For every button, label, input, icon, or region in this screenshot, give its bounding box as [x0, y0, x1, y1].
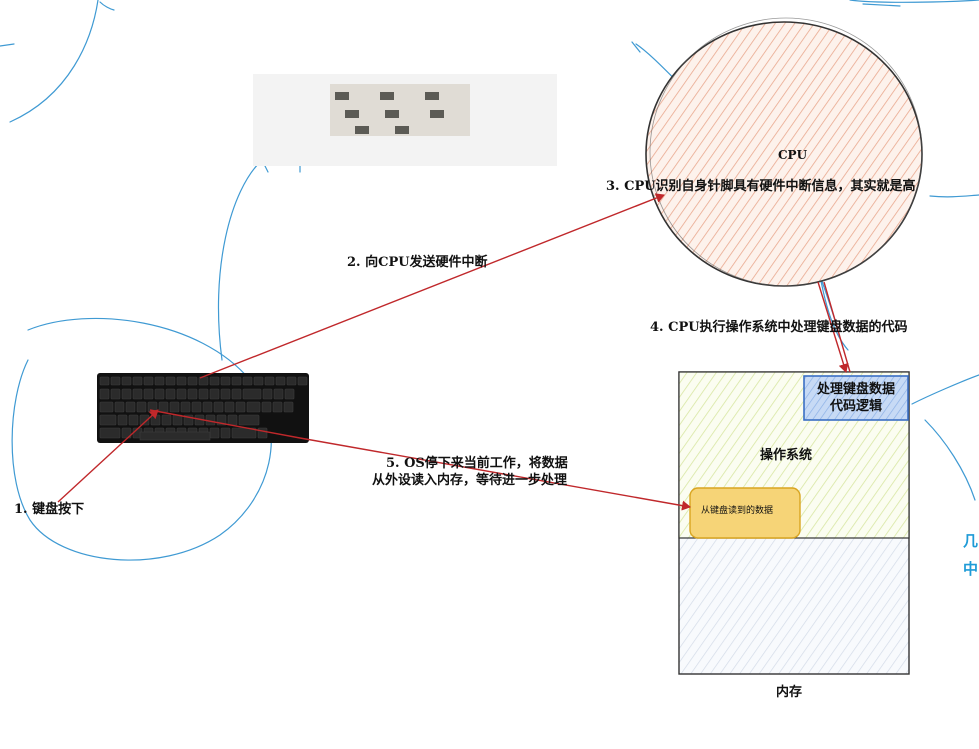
keyboard-key: [126, 402, 135, 412]
keyboard-key: [144, 389, 153, 399]
keyboard-key: [100, 389, 109, 399]
keyboard-key: [151, 415, 160, 425]
keyboard-key: [159, 402, 168, 412]
keyboard-key: [111, 389, 120, 399]
cpu-die-block: [335, 92, 349, 100]
keyboard-key: [225, 402, 234, 412]
keyboard-key: [232, 377, 241, 385]
keyboard-key: [137, 402, 146, 412]
keyboard-data-label: 从键盘读到的数据: [701, 506, 773, 517]
keyboard-key: [221, 428, 230, 438]
cpu-die-block: [380, 92, 394, 100]
keyboard-key: [276, 377, 285, 385]
keyboard-key: [181, 402, 190, 412]
keyboard-key: [144, 377, 153, 385]
keyboard-key: [100, 377, 109, 385]
keyboard-key: [263, 389, 272, 399]
keyboard-key: [170, 402, 179, 412]
step1-label: 1. 键盘按下: [14, 502, 84, 518]
keyboard-spacebar: [140, 432, 210, 440]
keyboard-key: [284, 402, 293, 412]
step3-label: 3. CPU识别自身针脚具有硬件中断信息，其实就是高: [606, 179, 916, 195]
step2-label: 2. 向CPU发送硬件中断: [347, 255, 488, 271]
keyboard-key: [199, 389, 208, 399]
cpu-die-block: [425, 92, 439, 100]
keyboard-key: [247, 402, 260, 412]
keyboard-key: [298, 377, 307, 385]
step4-label: 4. CPU执行操作系统中处理键盘数据的代码: [650, 320, 908, 336]
step5-label-line1: 5. OS停下来当前工作，将数据: [386, 456, 568, 472]
keyboard-key: [122, 389, 131, 399]
keyboard-key: [100, 402, 113, 412]
keyboard-key: [177, 389, 186, 399]
side-text-2: 中: [963, 560, 978, 578]
keyboard-key: [155, 389, 164, 399]
keyboard-key: [210, 377, 219, 385]
keyboard-key: [133, 377, 142, 385]
keyboard-key: [115, 402, 124, 412]
keyboard-key: [236, 402, 245, 412]
keyboard-key: [221, 389, 230, 399]
memory-label: 内存: [776, 685, 802, 701]
keyboard-key: [122, 377, 131, 385]
keyboard-key: [239, 415, 259, 425]
keyboard-key: [118, 415, 127, 425]
keyboard-key: [210, 428, 219, 438]
keyboard-key: [243, 389, 261, 399]
keyboard-key: [188, 377, 197, 385]
keyboard-key: [228, 415, 237, 425]
cpu-die-block: [355, 126, 369, 134]
cpu-die-block: [385, 110, 399, 118]
os-label: 操作系统: [760, 448, 812, 464]
side-text-1: 几: [963, 532, 978, 550]
keyboard-key: [258, 428, 267, 438]
keyboard-key: [100, 415, 116, 425]
cpu-label: CPU: [778, 148, 807, 162]
keyboard-key: [243, 377, 252, 385]
cpu-die-block: [345, 110, 359, 118]
keyboard-key: [100, 428, 120, 438]
keyboard-key: [232, 389, 241, 399]
keyboard-key: [192, 402, 201, 412]
keyboard-key: [285, 389, 294, 399]
keyboard-key: [162, 415, 171, 425]
keyboard-key: [166, 377, 175, 385]
step5-label-line2: 从外设读入内存，等待进一步处理: [372, 473, 567, 489]
keyboard-key: [287, 377, 296, 385]
handler-code-line2: 代码逻辑: [804, 398, 908, 415]
keyboard-key: [214, 402, 223, 412]
keyboard-key: [111, 377, 120, 385]
keyboard-key: [254, 377, 263, 385]
keyboard-key: [173, 415, 182, 425]
keyboard-key: [203, 402, 212, 412]
cpu-die-block: [395, 126, 409, 134]
keyboard-key: [188, 389, 197, 399]
keyboard-key: [262, 402, 271, 412]
keyboard-icon: [97, 373, 309, 443]
keyboard-key: [129, 415, 138, 425]
cpu-pins-image: [253, 74, 557, 166]
arrow-interrupt: [200, 195, 664, 378]
handler-code-label: 处理键盘数据 代码逻辑: [804, 381, 908, 415]
keyboard-key: [273, 402, 282, 412]
keyboard-key: [265, 377, 274, 385]
cpu-die-block: [430, 110, 444, 118]
keyboard-key: [274, 389, 283, 399]
keyboard-key: [221, 377, 230, 385]
keyboard-key: [177, 377, 186, 385]
keyboard-key: [166, 389, 175, 399]
handler-code-line1: 处理键盘数据: [804, 381, 908, 398]
keyboard-key: [155, 377, 164, 385]
keyboard-key: [210, 389, 219, 399]
keyboard-key: [133, 389, 142, 399]
